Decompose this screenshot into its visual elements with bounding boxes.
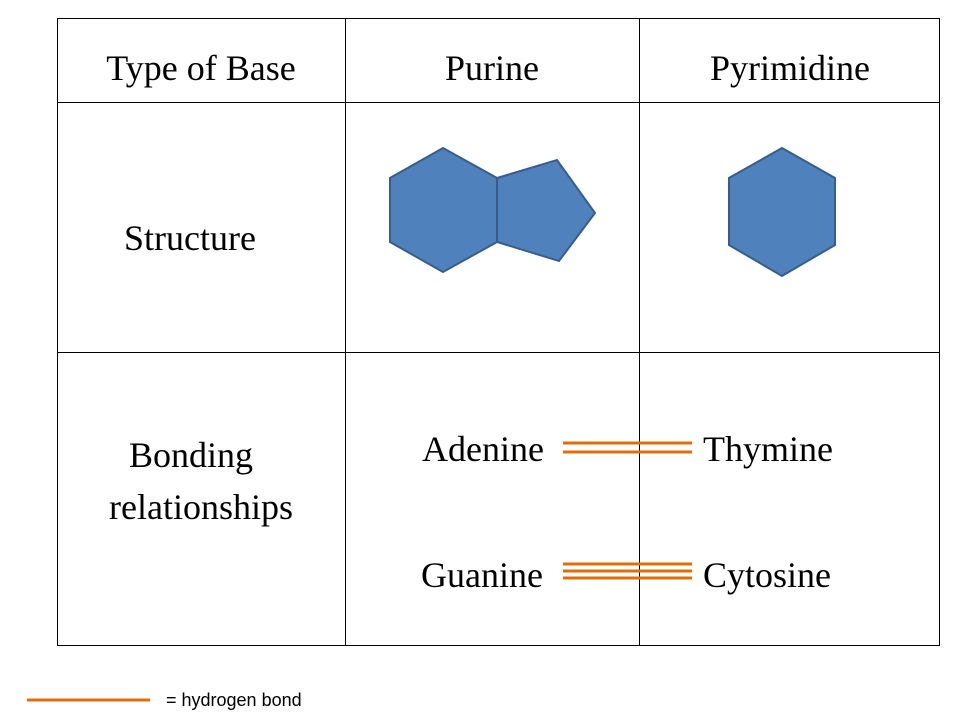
base-cytosine: Cytosine xyxy=(703,555,832,595)
legend-label: = hydrogen bond xyxy=(166,690,302,710)
column-divider xyxy=(345,19,346,645)
header-type-of-base: Type of Base xyxy=(106,48,296,88)
purine-hexagon-shape xyxy=(389,146,498,274)
row-label-bonding: Bonding xyxy=(129,435,254,475)
row-label-relationships: relationships xyxy=(109,487,293,527)
base-guanine: Guanine xyxy=(421,555,543,595)
base-comparison-table: Type of Base Purine Pyrimidine Structure… xyxy=(57,18,940,646)
header-purine: Purine xyxy=(445,48,539,88)
row-label-structure: Structure xyxy=(124,218,256,258)
base-thymine: Thymine xyxy=(703,429,833,469)
base-adenine: Adenine xyxy=(422,429,544,469)
row-divider xyxy=(58,352,939,353)
purine-pentagon-shape xyxy=(496,158,597,263)
header-pyrimidine: Pyrimidine xyxy=(710,48,870,88)
row-divider xyxy=(58,102,939,103)
column-divider xyxy=(639,19,640,645)
pyrimidine-hexagon-shape xyxy=(728,146,836,278)
bond-guanine-cytosine xyxy=(563,562,692,580)
bond-adenine-thymine xyxy=(563,441,692,454)
